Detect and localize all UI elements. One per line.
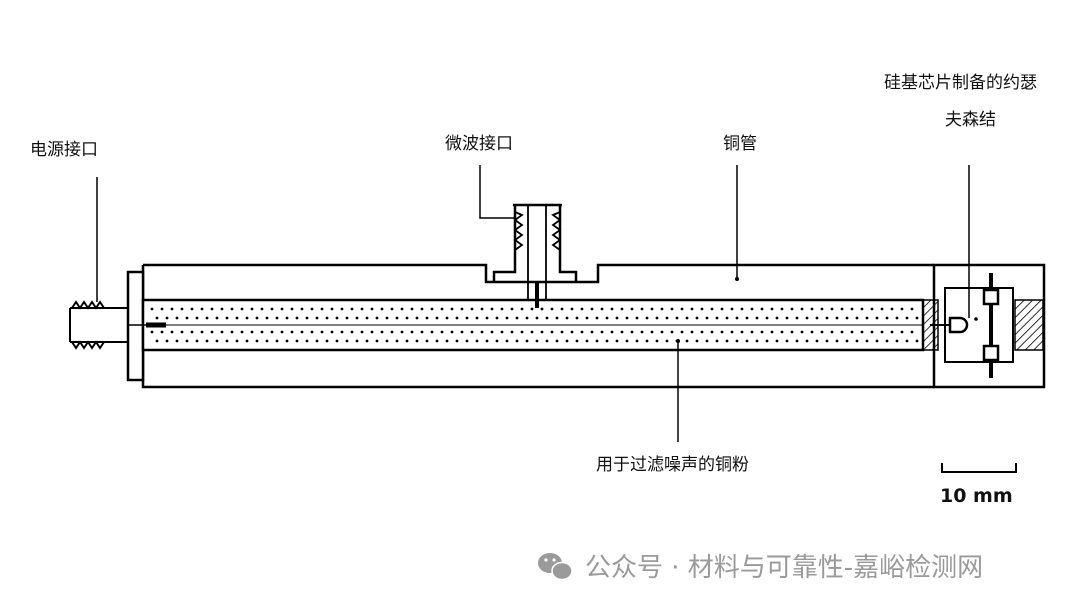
label-power-port: 电源接口 [30,140,98,160]
scale-bar: 10 mm [940,463,1017,507]
copper-powder-leader-dot [676,339,680,343]
label-josephson-line2: 夫森结 [945,110,996,130]
end-plate [126,270,145,382]
hatched-right-block [1014,299,1044,351]
josephson-chip-assembly [930,273,1014,378]
wechat-icon [538,553,573,581]
label-copper-tube: 铜管 [723,134,757,154]
watermark-text: 公众号 · 材料与可靠性-嘉峪检测网 [585,553,983,583]
scale-bar-label: 10 mm [940,485,1013,507]
microwave-port [492,203,578,308]
copper-powder-dots [150,307,919,343]
power-port [69,300,166,350]
watermark: 公众号 · 材料与可靠性-嘉峪检测网 [538,553,983,583]
copper-powder-channel [141,298,925,352]
copper-tube-leader-dot [735,277,739,281]
label-josephson-line1: 硅基芯片制备的约瑟 [884,73,1037,93]
microwave-port-leader [479,165,515,219]
label-copper-powder: 用于过滤噪声的铜粉 [596,455,749,475]
label-microwave-port: 微波接口 [445,134,513,154]
leader-lines [96,165,970,442]
